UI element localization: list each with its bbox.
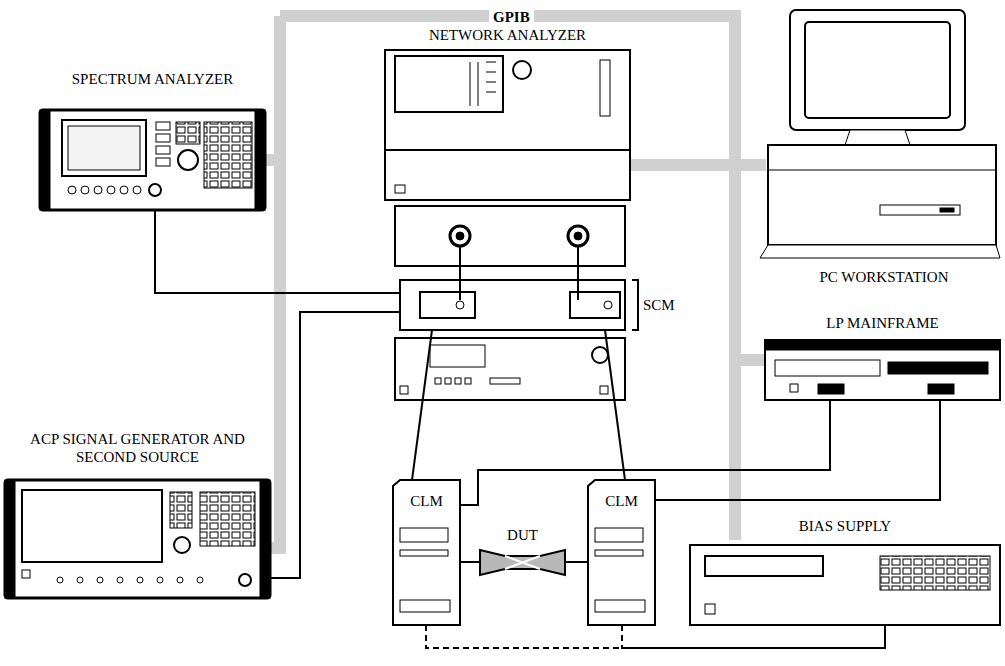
dut-drawing	[480, 550, 565, 575]
pc-workstation: PC WORKSTATION	[768, 10, 1000, 260]
rf-cable	[655, 400, 940, 500]
equipment-label: CLM	[410, 492, 443, 510]
spectrum-analyzer: SPECTRUM ANALYZER	[40, 110, 265, 210]
clm-module: CLM	[393, 480, 460, 625]
signal-generator: ACP SIGNAL GENERATOR AND SECOND SOURCE	[5, 480, 270, 598]
rf-cable	[605, 330, 625, 480]
signal-generator-drawing	[5, 480, 270, 598]
rf-cable	[460, 400, 830, 505]
equipment-label: DUT	[507, 526, 538, 544]
lp-mainframe-drawing	[765, 340, 1000, 400]
equipment-label: ACP SIGNAL GENERATOR AND SECOND SOURCE	[18, 430, 258, 466]
equipment-label: CLM	[605, 492, 638, 510]
rf-cable	[155, 210, 400, 293]
equipment-label: BIAS SUPPLY	[799, 517, 891, 535]
equipment-label: SPECTRUM ANALYZER	[72, 70, 233, 88]
equipment-label: PC WORKSTATION	[820, 268, 949, 286]
lp-mainframe: LP MAINFRAME	[765, 340, 1000, 400]
bias-line	[622, 625, 885, 648]
rf-cable	[460, 561, 480, 563]
network-analyzer: NETWORK ANALYZER	[385, 50, 630, 200]
bias-supply-drawing	[690, 545, 1000, 625]
equipment-label: NETWORK ANALYZER	[429, 26, 586, 44]
equipment-label: LP MAINFRAME	[826, 314, 938, 332]
pc-workstation-drawing	[760, 10, 1000, 258]
clm-module: CLM	[588, 480, 655, 625]
rf-cable	[270, 312, 400, 578]
equipment-label: SCM	[643, 296, 675, 314]
rf-cable	[565, 561, 588, 563]
rf-cable	[412, 330, 432, 480]
bias-supply: BIAS SUPPLY	[690, 545, 1000, 625]
scm-unit: SCM	[400, 280, 625, 330]
dut: DUT	[480, 550, 565, 575]
spectrum-analyzer-drawing	[40, 110, 265, 210]
clm-drawing	[393, 480, 655, 625]
network-analyzer-drawing	[385, 50, 638, 400]
bias-line	[426, 625, 885, 648]
gpib-bus	[265, 16, 766, 548]
bus-label: GPIB	[489, 10, 534, 24]
